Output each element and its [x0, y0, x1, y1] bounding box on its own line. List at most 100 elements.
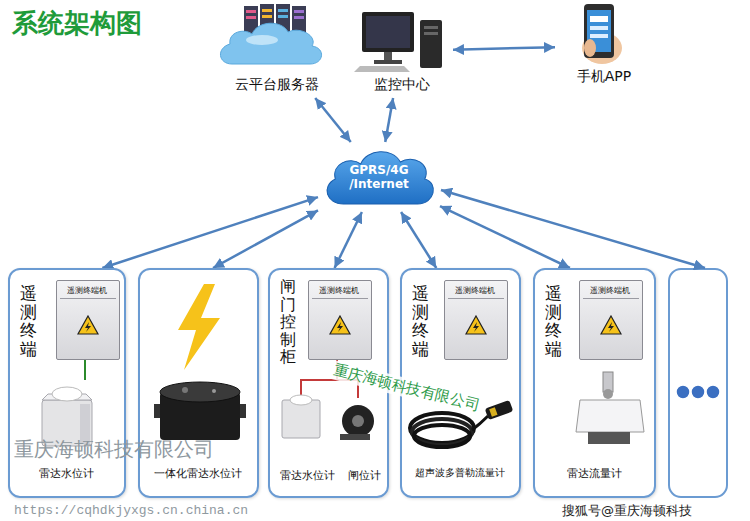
- mobile-phone-icon: [590, 26, 608, 30]
- device-label: 雷达流量计: [535, 466, 653, 481]
- cloud-outline: [327, 152, 433, 204]
- radar-flowmeter-picture: [576, 372, 644, 444]
- cabinet-header-band: [583, 298, 639, 299]
- mobile-phone-icon: [582, 4, 622, 64]
- monitor-computer-icon: [420, 20, 442, 68]
- warning-sign: [600, 315, 622, 335]
- network-link-arrow: [385, 98, 393, 142]
- monitor-center-node: 监控中心: [350, 4, 453, 98]
- monitor-computer-icon: [362, 12, 414, 52]
- warning-sign: [77, 315, 99, 335]
- server-cloud-icon: [294, 10, 304, 13]
- server-cloud-icon: [246, 10, 256, 13]
- gate-control-picture: [290, 395, 312, 405]
- network-link-arrow: [335, 212, 362, 268]
- warning-sign: [85, 322, 91, 332]
- warning-sign: [601, 316, 621, 334]
- more-terminals-panel: [676, 385, 690, 399]
- terminal-cabinet: 遥测终端机: [579, 280, 643, 360]
- more-terminals-panel: [691, 385, 705, 399]
- warning-sign: [329, 315, 351, 335]
- network-link-arrow: [401, 212, 436, 268]
- gate-control-picture: [352, 415, 364, 427]
- cabinet-header-band: [448, 298, 504, 299]
- watermark: 重庆海顿科技有限公司: [14, 436, 214, 463]
- server-cloud-icon: [262, 9, 272, 12]
- more-terminals-panel: [441, 190, 727, 497]
- cabinet-label: 遥测终端机: [445, 285, 505, 296]
- device-label: 雷达水位计: [10, 466, 123, 481]
- more-terminals-panel: [441, 190, 705, 268]
- terminal-cabinet: 遥测终端机: [308, 280, 372, 360]
- integrated-radar-gauge-picture: [154, 404, 160, 418]
- warning-sign: [337, 322, 343, 332]
- mobile-phone-icon: [590, 16, 608, 22]
- server-cloud-icon: [246, 35, 278, 45]
- terminal-panel: 遥测终端雷达水位计遥测终端机: [8, 268, 126, 498]
- server-cloud-icon: [220, 4, 321, 64]
- network-link-arrow: [213, 210, 318, 268]
- network-cloud: GPRS/4G /Internet: [318, 142, 440, 212]
- vertical-heading: 遥测终端: [545, 284, 562, 359]
- network-link-arrow: [453, 47, 555, 50]
- monitor-computer-icon: [354, 12, 442, 72]
- terminal-panel: 遥测终端雷达流量计 遥测终端机: [533, 268, 656, 498]
- server-cloud-icon: [220, 23, 321, 64]
- more-terminals-panel: [706, 385, 720, 399]
- integrated-radar-gauge-picture: [160, 382, 240, 402]
- cabinet-header-band: [60, 298, 116, 299]
- cabinet-label: 遥测终端机: [309, 285, 369, 296]
- server-cloud-icon: [294, 16, 304, 19]
- warning-sign: [466, 316, 486, 334]
- monitor-computer-icon: [384, 52, 392, 60]
- radar-level-gauge-picture: [52, 387, 82, 401]
- terminal-cabinet: 遥测终端机: [444, 280, 508, 360]
- device-label: 超声波多普勒流量计: [402, 466, 518, 480]
- radar-level-gauge-picture: [84, 358, 86, 380]
- terminal-panel: 一体化雷达水位计: [138, 268, 259, 498]
- radar-flowmeter-picture: [588, 432, 630, 444]
- monitor-computer-icon: [354, 66, 410, 72]
- device-label: 闸位计: [342, 468, 386, 483]
- integrated-radar-gauge-picture: [178, 284, 220, 370]
- device-label: 一体化雷达水位计: [140, 466, 256, 481]
- mobile-phone-icon: [584, 39, 596, 57]
- warning-sign: [330, 316, 350, 334]
- warning-sign: [473, 322, 479, 332]
- monitor-computer-icon: [424, 32, 438, 35]
- doppler-flowmeter-picture: [414, 425, 470, 447]
- cabinet-label: 遥测终端机: [580, 285, 640, 296]
- gate-control-picture: [340, 434, 370, 440]
- radar-flowmeter-picture: [576, 400, 644, 432]
- watermark: 搜狐号@重庆海顿科技: [560, 502, 694, 520]
- warning-sign: [465, 315, 487, 335]
- doppler-flowmeter-picture: [485, 400, 514, 420]
- device-label: 雷达水位计: [272, 468, 342, 483]
- mobile-phone-icon: [590, 34, 608, 38]
- more-terminals-panel: [669, 269, 727, 497]
- network-link-arrow: [440, 206, 570, 268]
- server-cloud-icon: [262, 15, 272, 18]
- node-label: 云平台服务器: [215, 76, 338, 94]
- terminal-cabinet: 遥测终端机: [56, 280, 120, 360]
- cabinet-header-band: [312, 298, 368, 299]
- vertical-heading: 闸门控制柜: [280, 278, 296, 366]
- server-cloud-icon: [278, 9, 288, 12]
- watermark-url: https://cqhdkjyxgs.cn.china.cn: [14, 503, 248, 518]
- doppler-flowmeter-picture: [472, 416, 488, 430]
- server-cloud-icon: [278, 15, 288, 18]
- integrated-radar-gauge-picture: [212, 389, 216, 393]
- monitor-computer-icon: [366, 16, 410, 48]
- mobile-app-node: 手机APP: [555, 2, 653, 90]
- doppler-flowmeter-picture: [489, 407, 497, 417]
- network-link-arrow: [315, 98, 351, 142]
- diagram-title: 系统架构图: [12, 6, 142, 41]
- cabinet-label: 遥测终端机: [57, 285, 117, 296]
- vertical-heading: 遥测终端: [412, 284, 429, 359]
- node-label: 手机APP: [555, 68, 653, 86]
- radar-level-gauge-picture: [42, 358, 92, 446]
- integrated-radar-gauge-picture: [240, 404, 246, 418]
- monitor-computer-icon: [424, 26, 438, 29]
- radar-flowmeter-picture: [603, 389, 613, 399]
- cloud-server-node: 云平台服务器: [215, 2, 338, 98]
